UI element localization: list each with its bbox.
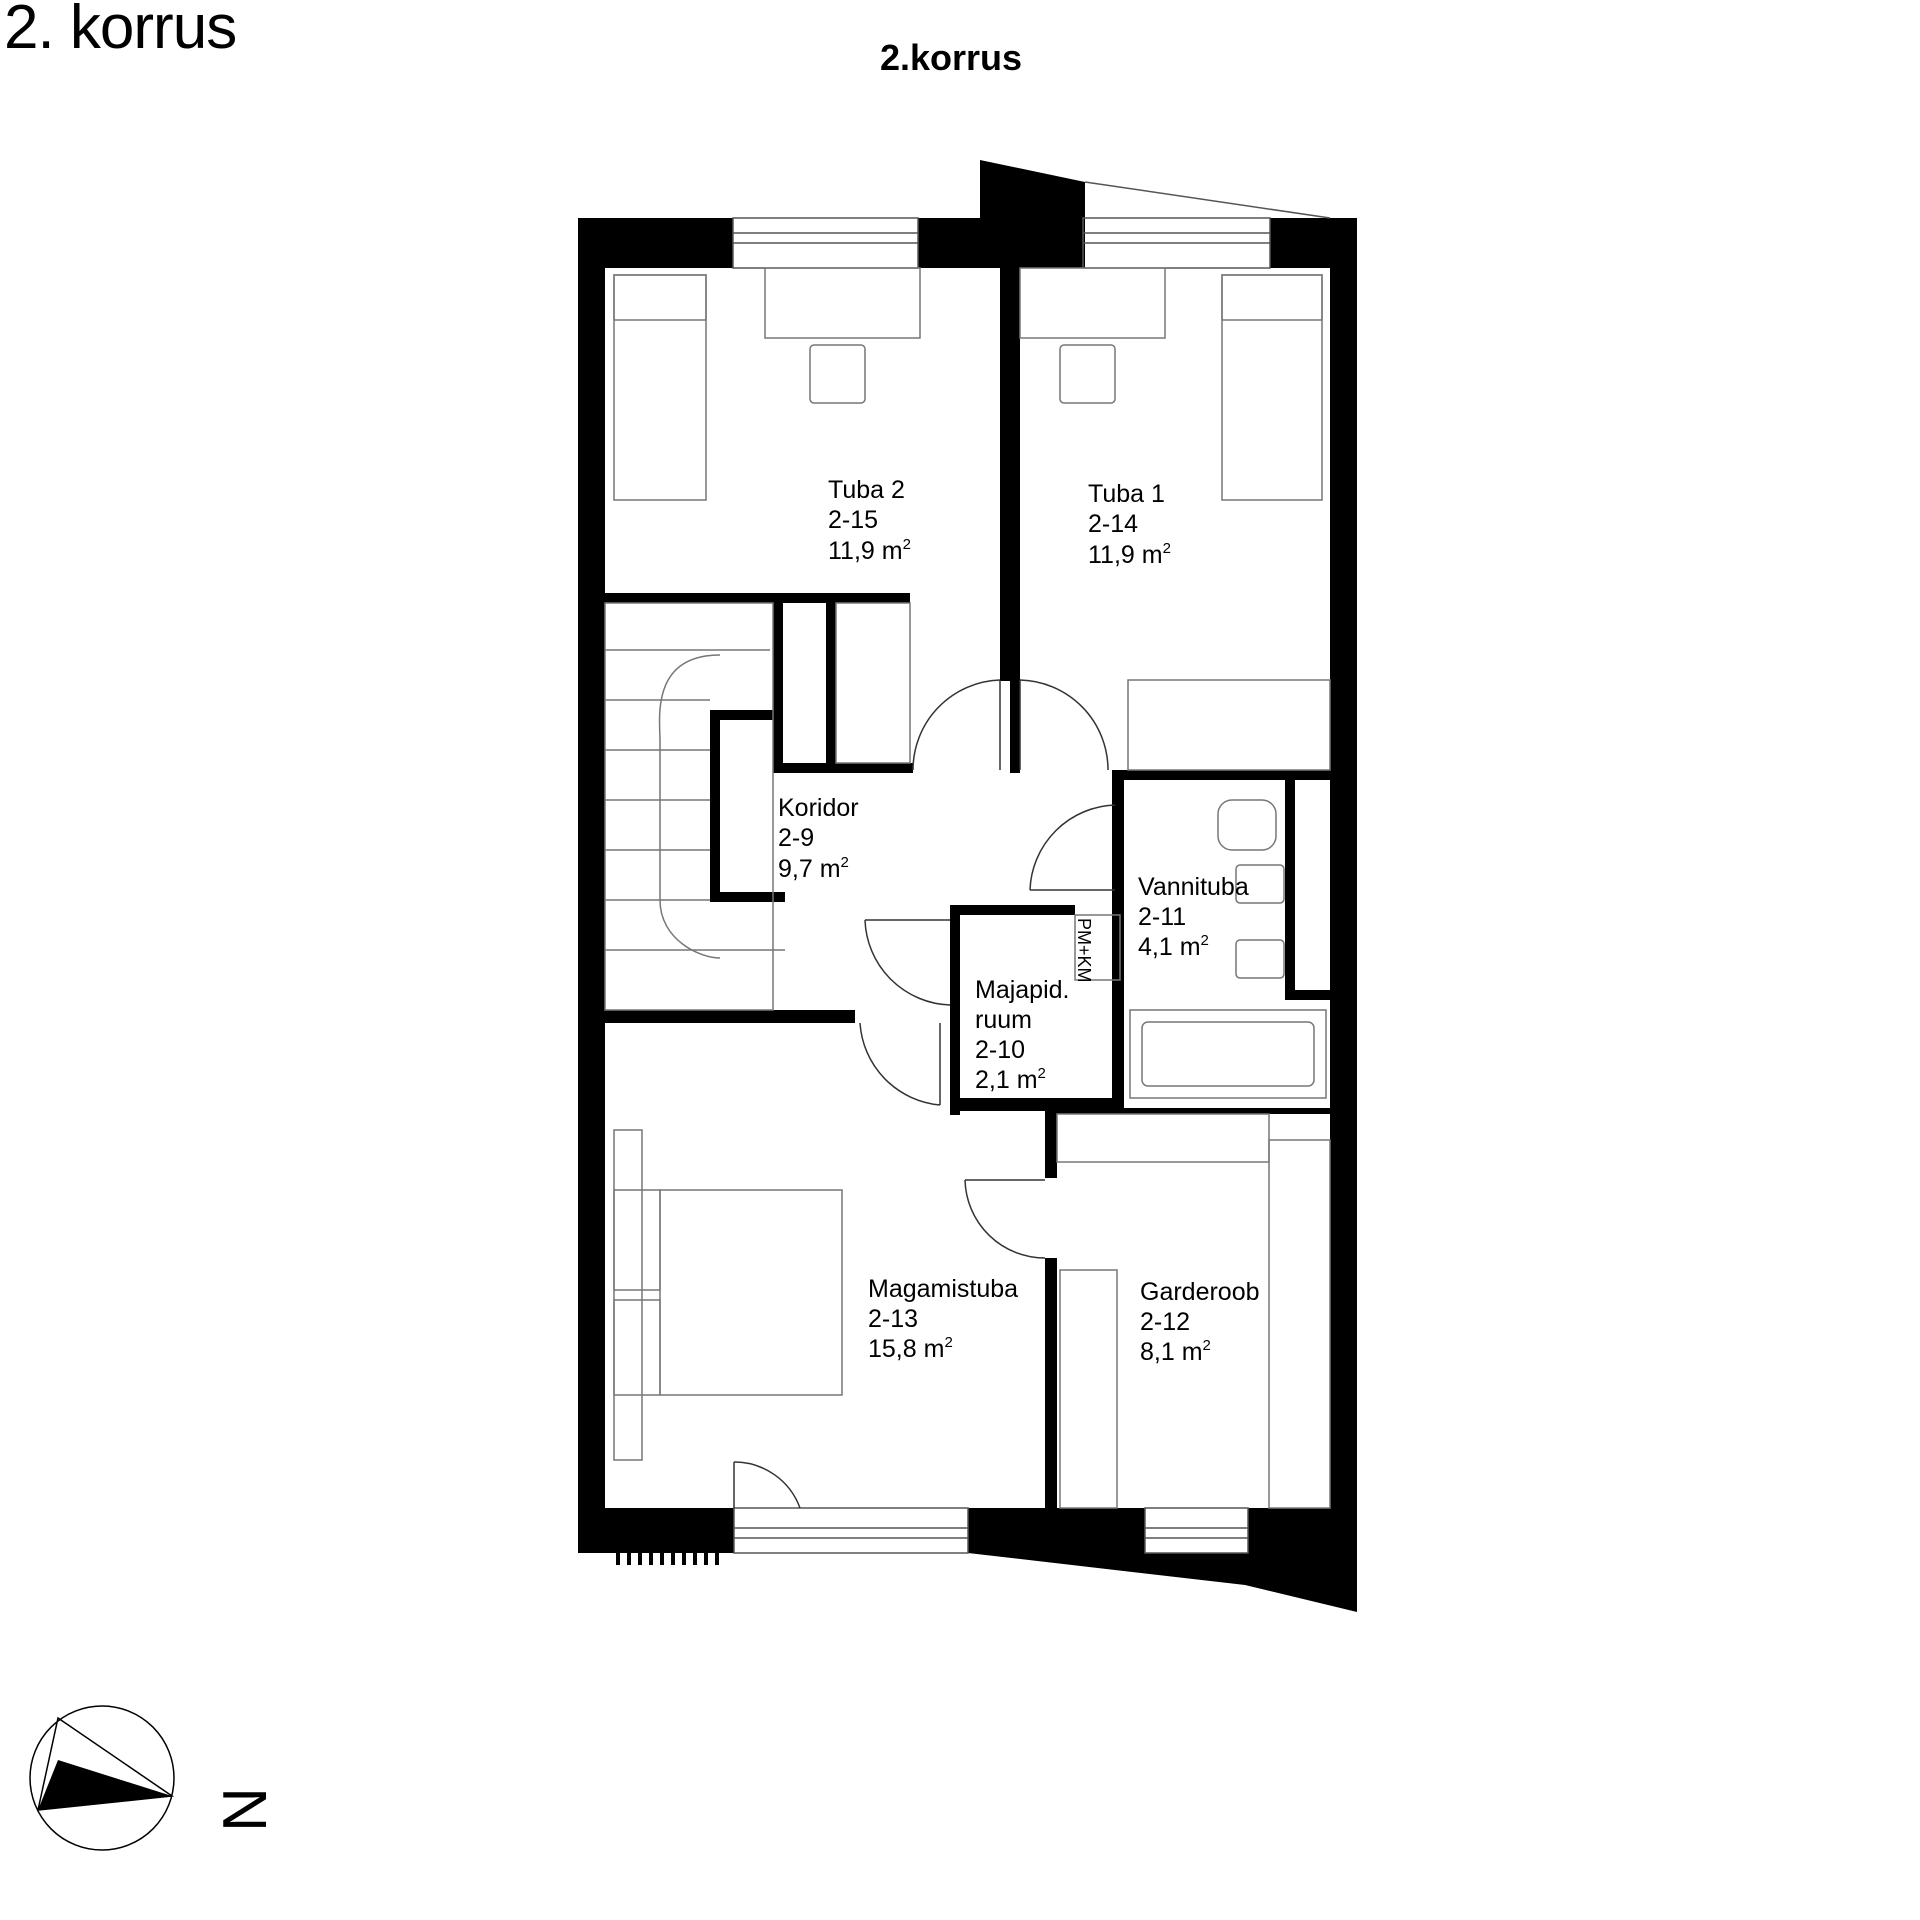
- room-exp: 2: [903, 536, 911, 553]
- room-area: 4,1: [1138, 933, 1173, 961]
- room-area: 11,9: [828, 537, 875, 565]
- room-code: 2-9: [778, 824, 814, 852]
- room-exp: 2: [1038, 1065, 1046, 1082]
- svg-text:15,8 m2: 15,8 m2: [868, 1334, 953, 1363]
- room-code: 2-11: [1138, 903, 1186, 931]
- doors: [733, 679, 1116, 1509]
- room-exp: 2: [1163, 540, 1171, 557]
- room-unit: m: [1180, 933, 1201, 961]
- room-name: Majapid.: [975, 976, 1070, 1004]
- room-koridor: Koridor 2-9 9,7 m2: [778, 794, 859, 883]
- room-unit: m: [1142, 541, 1163, 569]
- north-label: N: [211, 1787, 280, 1832]
- room-unit: m: [924, 1335, 945, 1363]
- svg-text:4,1 m2: 4,1 m2: [1138, 932, 1209, 961]
- page-title: 2. korrus: [4, 0, 237, 62]
- svg-text:11,9 m2: 11,9 m2: [828, 536, 911, 565]
- room-name: Tuba 1: [1088, 480, 1165, 508]
- svg-text:11,9 m2: 11,9 m2: [1088, 540, 1171, 569]
- room-tuba-2: Tuba 2 2-15 11,9 m2: [828, 476, 911, 565]
- room-code: 2-12: [1140, 1308, 1190, 1336]
- walls: [578, 160, 1357, 1612]
- windows: [732, 181, 1331, 1554]
- room-name: Tuba 2: [828, 476, 905, 504]
- room-area: 15,8: [868, 1335, 917, 1363]
- room-vannituba: Vannituba 2-11 4,1 m2: [1138, 873, 1249, 961]
- compass-icon: N: [29, 1705, 280, 1851]
- plan-title: 2.korrus: [880, 37, 1023, 78]
- furniture: [604, 267, 1331, 1509]
- room-area: 2,1: [975, 1066, 1010, 1094]
- room-area: 11,9: [1088, 541, 1135, 569]
- room-name-2: ruum: [975, 1006, 1032, 1034]
- room-area: 9,7: [778, 855, 813, 883]
- room-name: Magamistuba: [868, 1275, 1018, 1303]
- svg-text:9,7 m2: 9,7 m2: [778, 854, 849, 883]
- room-majapid: Majapid. ruum 2-10 2,1 m2 PM+KM: [975, 918, 1094, 1094]
- grille: [616, 1553, 719, 1565]
- room-unit: m: [1182, 1338, 1203, 1366]
- room-magamistuba: Magamistuba 2-13 15,8 m2: [868, 1275, 1018, 1363]
- room-code: 2-15: [828, 506, 878, 534]
- room-exp: 2: [1203, 1337, 1211, 1354]
- room-unit: m: [882, 537, 903, 565]
- utility-label: PM+KM: [1074, 918, 1094, 983]
- svg-text:8,1 m2: 8,1 m2: [1140, 1337, 1211, 1366]
- room-unit: m: [1017, 1066, 1038, 1094]
- room-name: Garderoob: [1140, 1278, 1260, 1306]
- room-tuba-1: Tuba 1 2-14 11,9 m2: [1088, 480, 1171, 569]
- room-exp: 2: [841, 854, 849, 871]
- room-exp: 2: [1201, 932, 1209, 949]
- room-code: 2-14: [1088, 510, 1138, 538]
- room-garderoob: Garderoob 2-12 8,1 m2: [1140, 1278, 1260, 1366]
- room-area: 8,1: [1140, 1338, 1175, 1366]
- room-code: 2-10: [975, 1036, 1025, 1064]
- room-name: Vannituba: [1138, 873, 1249, 901]
- room-unit: m: [820, 855, 841, 883]
- room-name: Koridor: [778, 794, 859, 822]
- room-code: 2-13: [868, 1305, 918, 1333]
- svg-text:2,1 m2: 2,1 m2: [975, 1065, 1046, 1094]
- room-exp: 2: [944, 1334, 952, 1351]
